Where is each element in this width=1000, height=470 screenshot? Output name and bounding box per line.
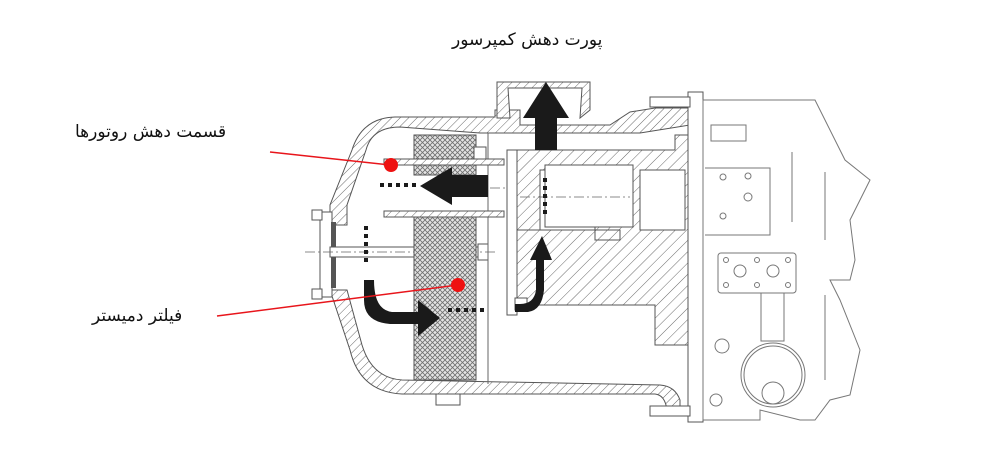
arrow-curve-up	[515, 236, 552, 312]
housing-foot	[435, 394, 461, 406]
rotor-discharge-block	[473, 134, 691, 346]
demister-lower	[413, 214, 477, 381]
side-port-2	[709, 393, 723, 407]
gauge-hole-5	[785, 257, 791, 263]
end-cover	[305, 209, 495, 300]
gauge-hole-2	[766, 264, 780, 278]
arrow-curve-down-right	[364, 280, 440, 336]
hole-1	[719, 173, 727, 181]
cover-flange	[740, 342, 806, 408]
arrow-left-tube	[420, 167, 488, 205]
compressor-body	[702, 99, 871, 421]
cover-inner	[743, 345, 803, 405]
demister-filter	[413, 133, 489, 384]
separator-housing	[329, 81, 691, 411]
flange-plate	[506, 149, 518, 316]
arrow-up-outlet	[523, 82, 569, 150]
inlet-tube	[383, 158, 540, 218]
hole-3	[743, 192, 753, 202]
body-boss-top	[710, 124, 747, 142]
housing-top-wall	[329, 107, 691, 226]
callout-dot-rotor	[384, 158, 398, 172]
dotted-trail-vertical	[364, 226, 368, 262]
gauge-hole-3	[723, 257, 729, 263]
housing-bottom-wall	[329, 289, 681, 411]
flange-bolt-upper	[473, 146, 487, 160]
callout-line-rotor	[269, 151, 391, 166]
gauge-stem	[760, 292, 785, 342]
label-rotor-discharge: قسمت دهش روتورها	[75, 122, 227, 142]
gauge-hole-7	[754, 282, 760, 288]
bearing-housing	[639, 169, 686, 231]
cover-keyhole	[761, 381, 785, 405]
gauge-hole-4	[754, 257, 760, 263]
callout-line-filter	[216, 284, 459, 317]
main-flange-plate	[687, 91, 704, 423]
flow-arrows	[364, 82, 569, 336]
discharge-port-neck	[496, 81, 591, 120]
hole-4	[719, 212, 727, 220]
flange-bolt-bottom	[649, 405, 691, 417]
bolt-bottom	[311, 288, 323, 300]
body-outline	[702, 99, 871, 421]
dotted-trail-rotor	[543, 178, 547, 214]
label-demister-filter: فیلتر دمیستر	[92, 306, 183, 326]
gauge-hole-1	[733, 264, 747, 278]
gauge-block	[717, 252, 797, 294]
demister-upper	[413, 134, 477, 176]
dotted-trail-filter	[448, 308, 484, 312]
inlet-tube-top-wall	[383, 158, 505, 166]
dotted-trail-left	[380, 183, 416, 187]
gauge-hole-6	[723, 282, 729, 288]
bolt-top	[311, 209, 323, 221]
hole-2	[744, 172, 752, 180]
gauge-hole-8	[785, 282, 791, 288]
side-port-1	[714, 338, 730, 354]
callouts	[216, 151, 465, 317]
label-discharge-port: پورت دهش کمپرسور	[452, 30, 603, 50]
rotor-bore	[544, 164, 634, 228]
inlet-tube-bottom-wall	[383, 210, 505, 218]
flange-bolt-top	[649, 96, 691, 108]
body-plate	[705, 167, 771, 236]
callout-dot-filter	[451, 278, 465, 292]
